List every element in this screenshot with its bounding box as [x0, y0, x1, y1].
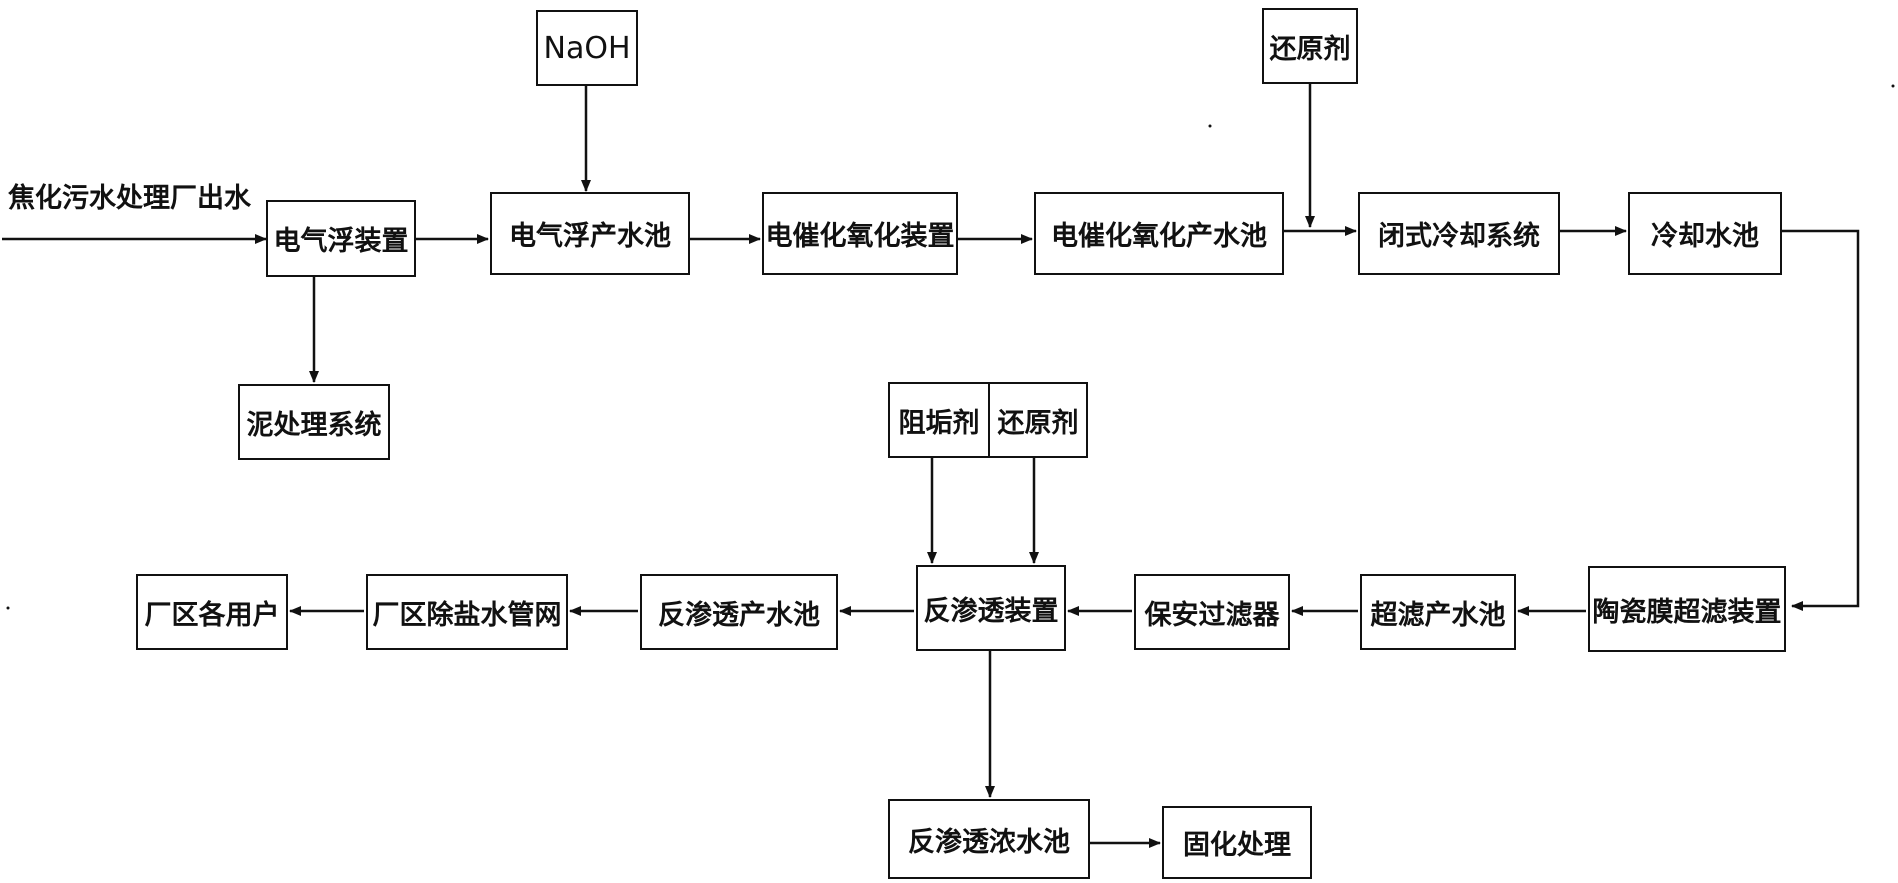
plant-users-box: 厂区各用户	[136, 574, 288, 650]
electrocatalytic-oxidation-box: 电催化氧化装置	[762, 192, 958, 275]
antiscalant-box: 阻垢剂	[888, 382, 990, 458]
oxidation-water-tank-box: 电催化氧化产水池	[1034, 192, 1284, 275]
sludge-treatment-box: 泥处理系统	[238, 384, 390, 460]
electro-flotation-box: 电气浮装置	[266, 200, 416, 277]
security-filter-box: 保安过滤器	[1134, 574, 1290, 650]
ro-unit-box: 反渗透装置	[916, 565, 1066, 651]
naoh-box: NaOH	[536, 10, 638, 86]
closed-cooling-system-box: 闭式冷却系统	[1358, 192, 1560, 275]
uf-water-tank-box: 超滤产水池	[1360, 574, 1516, 650]
cooling-water-tank-box: 冷却水池	[1628, 192, 1782, 275]
reductant-box-bottom: 还原剂	[988, 382, 1088, 458]
ceramic-uf-box: 陶瓷膜超滤装置	[1588, 566, 1786, 652]
reductant-box-top: 还原剂	[1262, 8, 1358, 84]
desalted-water-network-box: 厂区除盐水管网	[366, 574, 568, 650]
arrow-pool-to-uf	[1782, 229, 1860, 611]
flotation-water-tank-box: 电气浮产水池	[490, 192, 690, 275]
ro-concentrate-tank-box: 反渗透浓水池	[888, 799, 1090, 879]
ro-water-tank-box: 反渗透产水池	[640, 574, 838, 650]
inflow-label: 焦化污水处理厂出水	[8, 183, 251, 214]
solidification-box: 固化处理	[1162, 806, 1312, 879]
